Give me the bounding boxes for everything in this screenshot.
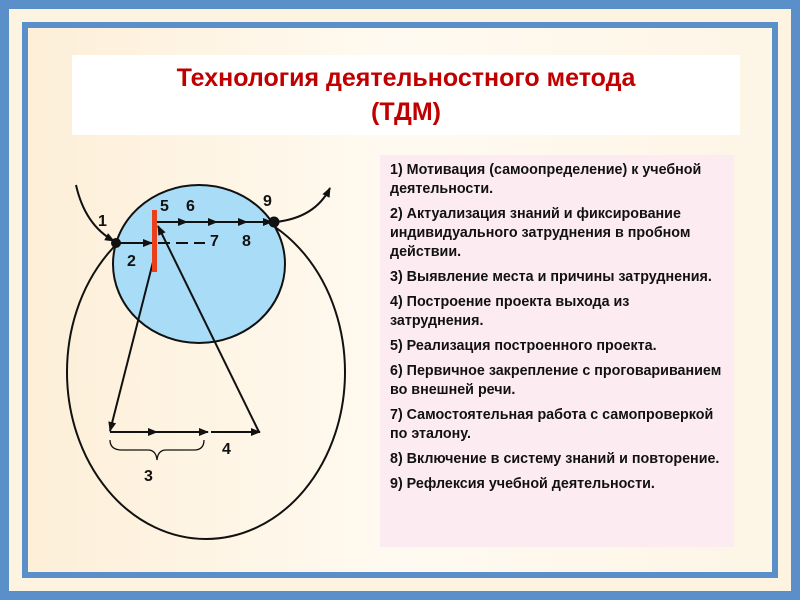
step-item: 3) Выявление места и причины затруднения… — [390, 269, 712, 285]
label-7: 7 — [210, 233, 219, 250]
step-item: 1) Мотивация (самоопределение) к учебной… — [390, 162, 702, 197]
label-3: 3 — [144, 468, 153, 485]
step-item: 6) Первичное закрепление с проговаривани… — [390, 363, 722, 398]
label-9: 9 — [263, 193, 272, 210]
step-item: 4) Построение проекта выхода из затрудне… — [390, 294, 630, 329]
step-item: 9) Рефлексия учебной деятельности. — [390, 476, 655, 492]
outgoing-arrow — [274, 187, 331, 223]
label-6: 6 — [186, 198, 195, 215]
title-line-1: Технология деятельностного метода — [176, 64, 636, 92]
difficulty-bar — [152, 210, 157, 272]
brace — [109, 439, 205, 461]
up-arrow — [157, 225, 260, 433]
steps-list: 1) Мотивация (самоопределение) к учебной… — [380, 155, 734, 547]
title-line-2: (ТДМ) — [371, 98, 441, 126]
label-4: 4 — [222, 441, 231, 458]
down-arrow — [108, 261, 154, 432]
label-5: 5 — [160, 198, 169, 215]
label-8: 8 — [242, 233, 251, 250]
start-point — [111, 238, 121, 248]
step-item: 8) Включение в систему знаний и повторен… — [390, 451, 720, 467]
label-1: 1 — [98, 213, 107, 230]
step-item: 7) Самостоятельная работа с самопроверко… — [390, 407, 714, 442]
slide-title: Технология деятельностного метода (ТДМ) — [72, 55, 740, 135]
end-point — [268, 216, 280, 228]
step-item: 5) Реализация построенного проекта. — [390, 338, 657, 354]
step-item: 2) Актуализация знаний и фиксирование ин… — [390, 206, 691, 260]
incoming-arrow — [75, 184, 115, 242]
label-2: 2 — [127, 253, 136, 270]
